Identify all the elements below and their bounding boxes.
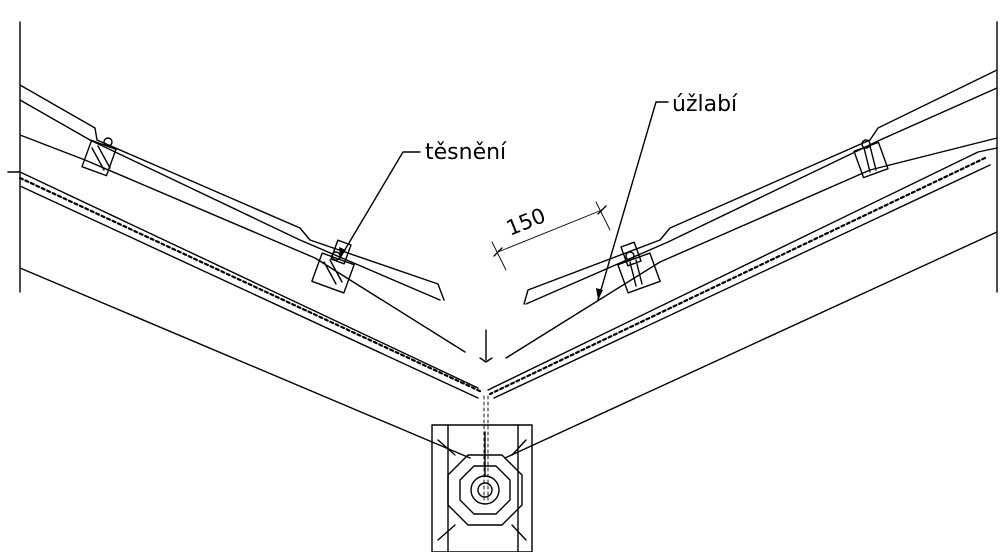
label-seal: těsnění	[425, 140, 507, 165]
label-valley: úžlabí	[672, 92, 738, 117]
valley-center	[479, 329, 493, 501]
valley-rafter-section	[431, 424, 533, 552]
dimension-150: 150	[491, 201, 611, 271]
leader-valley: úžlabí	[596, 92, 738, 301]
dimension-value: 150	[503, 203, 549, 240]
leader-seal: těsnění	[339, 140, 507, 259]
left-roof-plane	[7, 84, 484, 459]
right-roof-plane	[487, 69, 998, 459]
